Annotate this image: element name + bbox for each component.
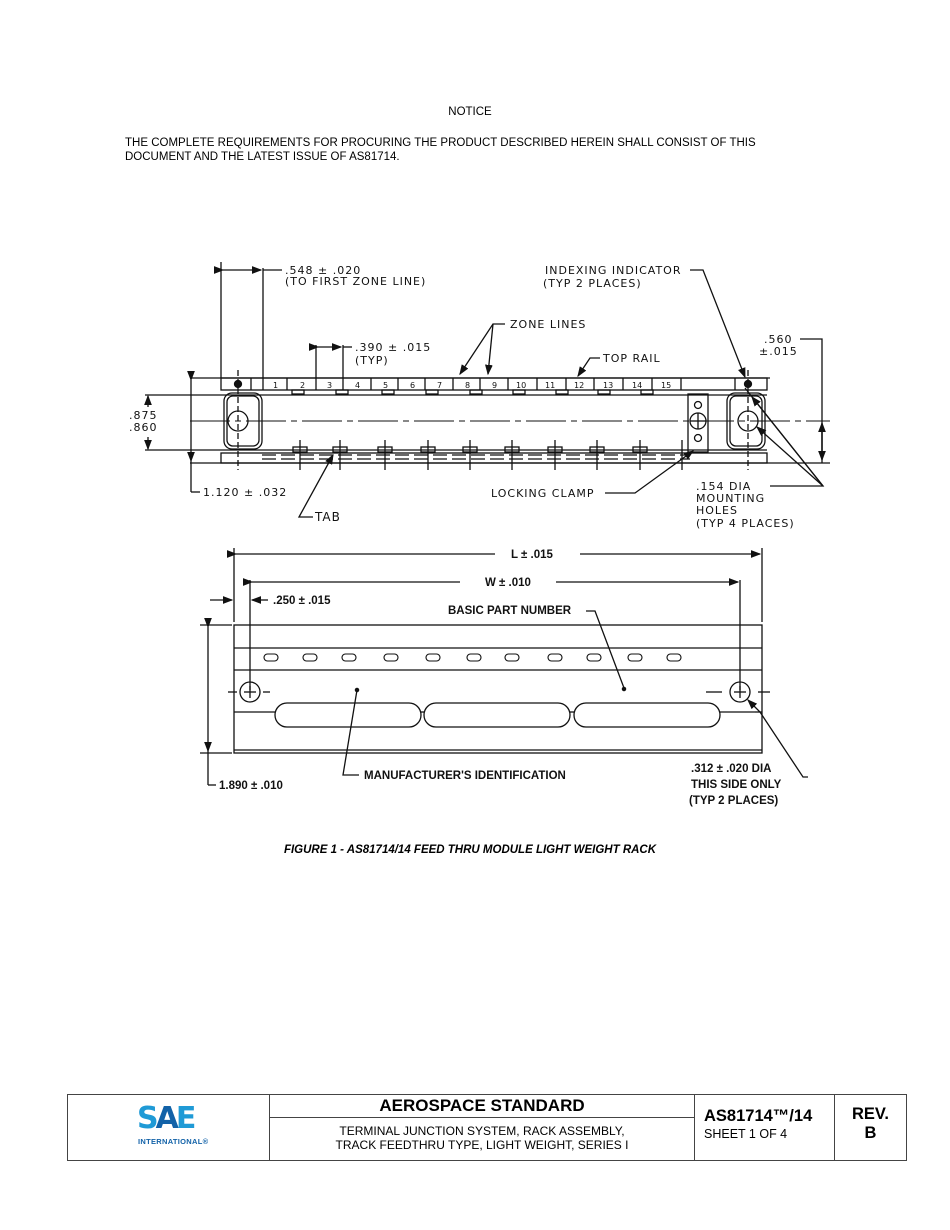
- dim-edge: .250 ± .015: [273, 595, 331, 607]
- figure-1-drawing: .548 ± .020 (TO FIRST ZONE LINE) .390 ± …: [129, 262, 830, 807]
- svg-text:2: 2: [300, 381, 305, 390]
- title-cell: AEROSPACE STANDARD TERMINAL JUNCTION SYS…: [270, 1095, 695, 1160]
- hole-dia-line1: .312 ± .020 DIA: [691, 763, 771, 775]
- svg-text:14: 14: [632, 381, 642, 390]
- sae-logo: SAE INTERNATIONAL®: [68, 1095, 270, 1160]
- locking-clamp-label: LOCKING CLAMP: [491, 487, 595, 500]
- top-rail-label: TOP RAIL: [602, 352, 661, 365]
- sae-logo-sub: INTERNATIONAL®: [138, 1137, 209, 1146]
- sheet-number: SHEET 1 OF 4: [704, 1127, 788, 1141]
- dim-right-height-tol: ±.015: [759, 345, 798, 358]
- dim-height: 1.890 ± .010: [219, 780, 283, 792]
- svg-text:6: 6: [410, 381, 415, 390]
- hole-dia-line3: (TYP 2 PLACES): [689, 795, 778, 807]
- title-line-1: TERMINAL JUNCTION SYSTEM, RACK ASSEMBLY,: [339, 1124, 625, 1138]
- rev-label: REV.: [852, 1105, 889, 1123]
- top-view: [144, 262, 830, 518]
- standard-type: AEROSPACE STANDARD: [270, 1095, 694, 1118]
- title-line-2: TRACK FEEDTHRU TYPE, LIGHT WEIGHT, SERIE…: [335, 1138, 629, 1152]
- hole-dia-line2: THIS SIDE ONLY: [691, 779, 782, 791]
- tabs-bottom: [262, 440, 690, 470]
- title-block: SAE INTERNATIONAL® AEROSPACE STANDARD TE…: [67, 1094, 907, 1161]
- mounting-holes-line4: (TYP 4 PLACES): [696, 517, 795, 530]
- notice-body: THE COMPLETE REQUIREMENTS FOR PROCURING …: [125, 137, 756, 163]
- basic-part-number-label: BASIC PART NUMBER: [448, 605, 572, 617]
- svg-text:11: 11: [545, 381, 555, 390]
- mounting-holes-line3: HOLES: [696, 504, 738, 517]
- svg-text:8: 8: [465, 381, 470, 390]
- doc-number: AS81714™/14: [704, 1107, 813, 1125]
- svg-text:3: 3: [327, 381, 332, 390]
- svg-text:7: 7: [437, 381, 442, 390]
- dim-width: W ± .010: [485, 577, 531, 589]
- zone-dividers: [250, 345, 736, 390]
- zone-numbers: 1 2 3 4 5 6 7 8 9 10 11 12 13 14 15: [273, 381, 671, 390]
- dim-overall-height: 1.120 ± .032: [203, 486, 287, 499]
- dim-zone-pitch: .390 ± .015: [355, 341, 431, 354]
- side-view: [200, 548, 808, 786]
- sae-logo-mark: SAE: [137, 1101, 196, 1136]
- mounting-holes-line2: MOUNTING: [696, 492, 765, 505]
- track-slots: [263, 653, 682, 662]
- dim-zone-pitch-note: (TYP): [355, 354, 389, 367]
- svg-text:1: 1: [273, 381, 278, 390]
- svg-text:13: 13: [603, 381, 613, 390]
- mounting-holes-line1: .154 DIA: [696, 480, 751, 493]
- svg-text:15: 15: [661, 381, 671, 390]
- svg-text:12: 12: [574, 381, 584, 390]
- dim-inner-height-max: .875: [129, 409, 158, 422]
- notice-title: NOTICE: [448, 106, 492, 118]
- svg-text:4: 4: [355, 381, 360, 390]
- document-title: TERMINAL JUNCTION SYSTEM, RACK ASSEMBLY,…: [270, 1118, 694, 1160]
- doc-number-cell: AS81714™/14 SHEET 1 OF 4: [695, 1095, 835, 1160]
- rev-value: B: [864, 1124, 877, 1142]
- figure-caption: FIGURE 1 - AS81714/14 FEED THRU MODULE L…: [283, 844, 657, 856]
- tabs-top: [291, 389, 654, 395]
- dim-first-zone-note: (TO FIRST ZONE LINE): [285, 275, 426, 288]
- svg-text:9: 9: [492, 381, 497, 390]
- revision-cell: REV. B: [835, 1095, 906, 1160]
- svg-text:5: 5: [383, 381, 388, 390]
- manufacturer-id-label: MANUFACTURER'S IDENTIFICATION: [364, 770, 566, 782]
- zone-lines-label: ZONE LINES: [510, 318, 586, 331]
- dim-inner-height-min: .860: [129, 421, 158, 434]
- dim-length: L ± .015: [511, 549, 554, 561]
- tab-label: TAB: [314, 510, 341, 524]
- indexing-indicator-label: INDEXING INDICATOR: [545, 264, 681, 277]
- dim-first-zone: .548 ± .020: [285, 264, 361, 277]
- svg-text:10: 10: [516, 381, 526, 390]
- dim-right-height: .560: [764, 333, 793, 346]
- indexing-indicator-note: (TYP 2 PLACES): [543, 277, 642, 290]
